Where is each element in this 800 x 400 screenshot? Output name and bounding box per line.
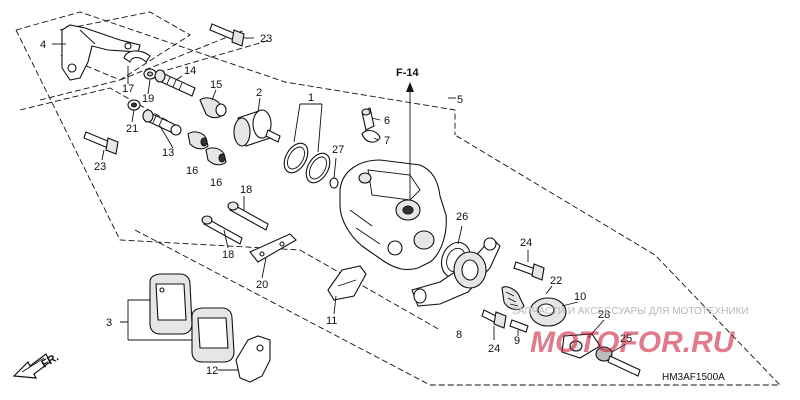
callout-5: 5 bbox=[457, 94, 463, 106]
part-pad-spring-20 bbox=[249, 233, 297, 263]
part-ring-27 bbox=[329, 177, 339, 189]
part-shim-12 bbox=[235, 335, 271, 383]
callout-24a: 24 bbox=[520, 237, 532, 249]
part-spring-22 bbox=[501, 286, 525, 311]
callout-10: 10 bbox=[574, 291, 586, 303]
part-brake-pads-3 bbox=[149, 273, 235, 363]
callout-17: 17 bbox=[122, 83, 134, 95]
callouts: 1 2 3 4 5 6 7 8 9 10 11 12 13 14 15 16 1… bbox=[40, 33, 632, 377]
front-direction-label: FR. bbox=[40, 351, 61, 370]
part-washer-21 bbox=[127, 99, 141, 111]
dashed-boundaries bbox=[15, 11, 782, 386]
part-piston-2 bbox=[233, 109, 281, 147]
callout-13: 13 bbox=[162, 147, 174, 159]
reference-label: F-14 bbox=[396, 67, 420, 79]
callout-24b: 24 bbox=[488, 343, 500, 355]
callout-18a: 18 bbox=[240, 184, 252, 196]
callout-4: 4 bbox=[40, 39, 46, 51]
callout-21: 21 bbox=[126, 123, 138, 135]
part-seal-1 bbox=[283, 142, 331, 184]
callout-3: 3 bbox=[106, 317, 112, 329]
part-bracket-8 bbox=[411, 237, 501, 307]
callout-12: 12 bbox=[206, 365, 218, 377]
part-plate-11 bbox=[327, 265, 367, 301]
callout-9: 9 bbox=[514, 335, 520, 347]
part-pin-14 bbox=[154, 69, 196, 97]
part-pin-18a bbox=[227, 201, 269, 231]
part-bolt-24b bbox=[481, 309, 507, 329]
callout-26: 26 bbox=[456, 211, 468, 223]
part-boot-16b bbox=[205, 147, 227, 166]
callout-1: 1 bbox=[308, 92, 314, 104]
callout-8: 8 bbox=[456, 329, 462, 341]
callout-28: 28 bbox=[598, 309, 610, 321]
part-bolt-23a bbox=[209, 23, 245, 47]
callout-18b: 18 bbox=[222, 249, 234, 261]
callout-27: 27 bbox=[332, 144, 344, 156]
watermark-tagline: ЗАПЧАСТИ И АКСЕССУАРЫ ДЛЯ МОТОТЕХНИКИ bbox=[512, 306, 749, 317]
callout-22: 22 bbox=[550, 275, 562, 287]
callout-14: 14 bbox=[184, 65, 196, 77]
watermark-brand: MOTOFOR.RU bbox=[530, 326, 736, 359]
part-bolt-23b bbox=[83, 131, 119, 155]
callout-16b: 16 bbox=[210, 177, 222, 189]
callout-25: 25 bbox=[620, 333, 632, 345]
part-clip-17 bbox=[123, 50, 151, 63]
part-washer-19 bbox=[143, 68, 157, 80]
part-bolt-25 bbox=[595, 346, 641, 377]
part-bush-28 bbox=[561, 333, 601, 359]
diagram-code: HM3AF1500A bbox=[662, 372, 725, 383]
callout-6: 6 bbox=[384, 115, 390, 127]
callout-23b: 23 bbox=[94, 161, 106, 173]
callout-7: 7 bbox=[384, 135, 390, 147]
callout-23a: 23 bbox=[260, 33, 272, 45]
leader-lines bbox=[52, 37, 627, 371]
part-bush-10 bbox=[529, 297, 567, 327]
part-bolt-24a bbox=[513, 261, 545, 281]
part-bracket-4 bbox=[61, 24, 141, 81]
callout-19: 19 bbox=[142, 93, 154, 105]
callout-16a: 16 bbox=[186, 165, 198, 177]
part-bleeder-6 bbox=[361, 107, 375, 131]
part-sleeve-9 bbox=[509, 319, 529, 333]
callout-15: 15 bbox=[210, 79, 222, 91]
part-boot-15 bbox=[199, 97, 227, 119]
callout-20: 20 bbox=[256, 279, 268, 291]
front-direction-arrow: FR. bbox=[12, 351, 61, 379]
part-pin-18b bbox=[201, 215, 243, 245]
part-pin-13 bbox=[142, 109, 182, 136]
part-cap-7 bbox=[361, 129, 381, 143]
callout-2: 2 bbox=[256, 87, 262, 99]
part-caliper-body-5 bbox=[339, 159, 447, 271]
callout-11: 11 bbox=[326, 315, 337, 327]
part-boot-16a bbox=[187, 131, 209, 150]
